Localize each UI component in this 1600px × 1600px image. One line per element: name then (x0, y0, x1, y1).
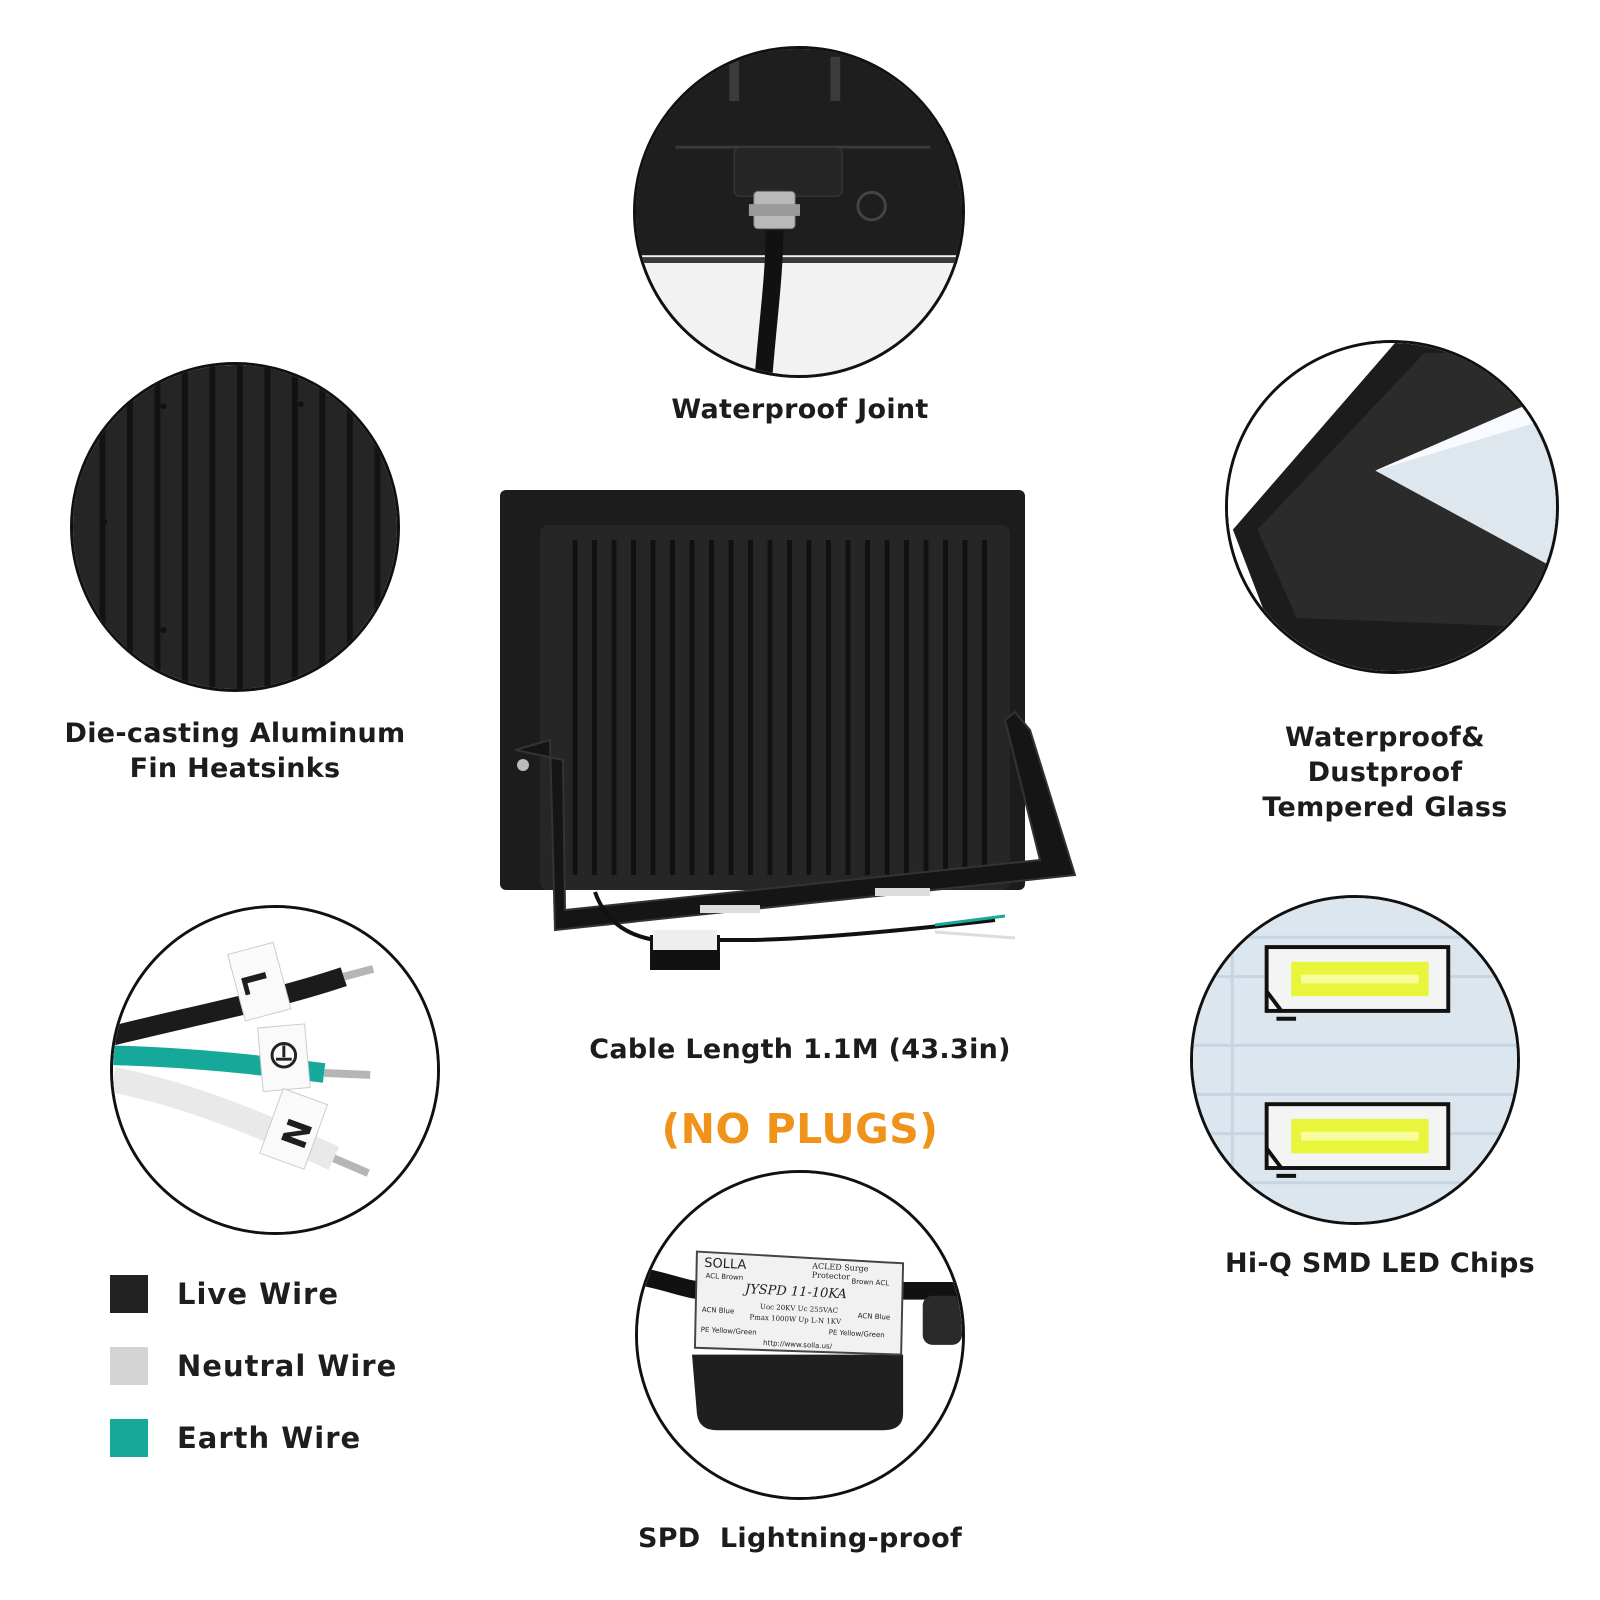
heatsinks-label: Die-casting Aluminum Fin Heatsinks (40, 716, 430, 786)
spd-spec-2: Pmax 1000W Up L-N 1KV (749, 1313, 842, 1327)
glass-line-3: Tempered Glass (1262, 792, 1508, 823)
spd-image: SOLLA ACLED Surge Protector ACL Brown Br… (635, 1170, 965, 1500)
spd-out-top: Brown ACL (851, 1277, 890, 1288)
no-plugs-label: (NO PLUGS) (661, 1105, 939, 1153)
spd-in-bottom: ACN Blue (701, 1305, 735, 1316)
spd-brand: SOLLA (703, 1255, 747, 1273)
floodlight-product-image (495, 480, 1085, 980)
spd-label-panel: SOLLA ACLED Surge Protector ACL Brown Br… (698, 1256, 908, 1362)
waterproof-joint-label: Waterproof Joint (600, 392, 1000, 427)
earth-wire-label: Earth Wire (177, 1421, 362, 1455)
glass-line-2: Dustproof (1307, 757, 1463, 788)
spd-in-top: ACL Brown (705, 1271, 744, 1282)
led-chips-image (1190, 895, 1520, 1225)
spd-pe-right: PE Yellow/Green (828, 1328, 885, 1340)
cable-length-text: Cable Length 1.1M (43.3in) (589, 1034, 1011, 1065)
wires-image: L N (110, 905, 440, 1235)
earth-wire-swatch (110, 1419, 148, 1457)
spd-url: http://www.solla.us/ (762, 1338, 833, 1351)
glass-line-1: Waterproof& (1285, 722, 1485, 753)
heatsinks-line-2: Fin Heatsinks (129, 753, 341, 784)
spd-pe-left: PE Yellow/Green (700, 1325, 757, 1337)
neutral-wire-swatch (110, 1347, 148, 1385)
led-chips-text: Hi-Q SMD LED Chips (1224, 1248, 1536, 1279)
cable-length-label: Cable Length 1.1M (43.3in) (560, 1032, 1040, 1067)
tempered-glass-image (1225, 340, 1559, 674)
spd-label: SPD Lightning-proof (580, 1521, 1020, 1556)
neutral-wire-label: Neutral Wire (177, 1349, 398, 1383)
waterproof-joint-image (633, 46, 965, 378)
waterproof-joint-text: Waterproof Joint (671, 394, 929, 425)
heatsink-image (70, 362, 400, 692)
heatsinks-line-1: Die-casting Aluminum (64, 718, 406, 749)
live-wire-label: Live Wire (177, 1277, 339, 1311)
glass-label: Waterproof& Dustproof Tempered Glass (1190, 720, 1580, 825)
led-chips-label: Hi-Q SMD LED Chips (1185, 1246, 1575, 1281)
spd-out-bottom: ACN Blue (857, 1311, 891, 1322)
spd-spec-1: Uoc 20KV Uc 255VAC (759, 1302, 839, 1315)
live-wire-swatch (110, 1275, 148, 1313)
spd-model: JYSPD 11-10KA (744, 1281, 848, 1303)
spd-text: SPD Lightning-proof (637, 1523, 963, 1554)
